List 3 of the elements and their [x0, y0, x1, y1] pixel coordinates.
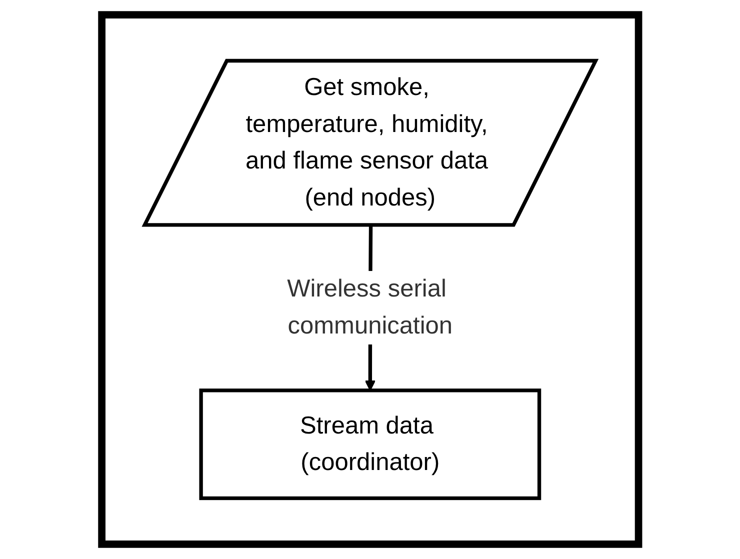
cluster	[98, 11, 642, 548]
edge-label: Wireless serial communication	[286, 276, 452, 340]
node-box: Stream data (coordinator)	[199, 388, 541, 500]
